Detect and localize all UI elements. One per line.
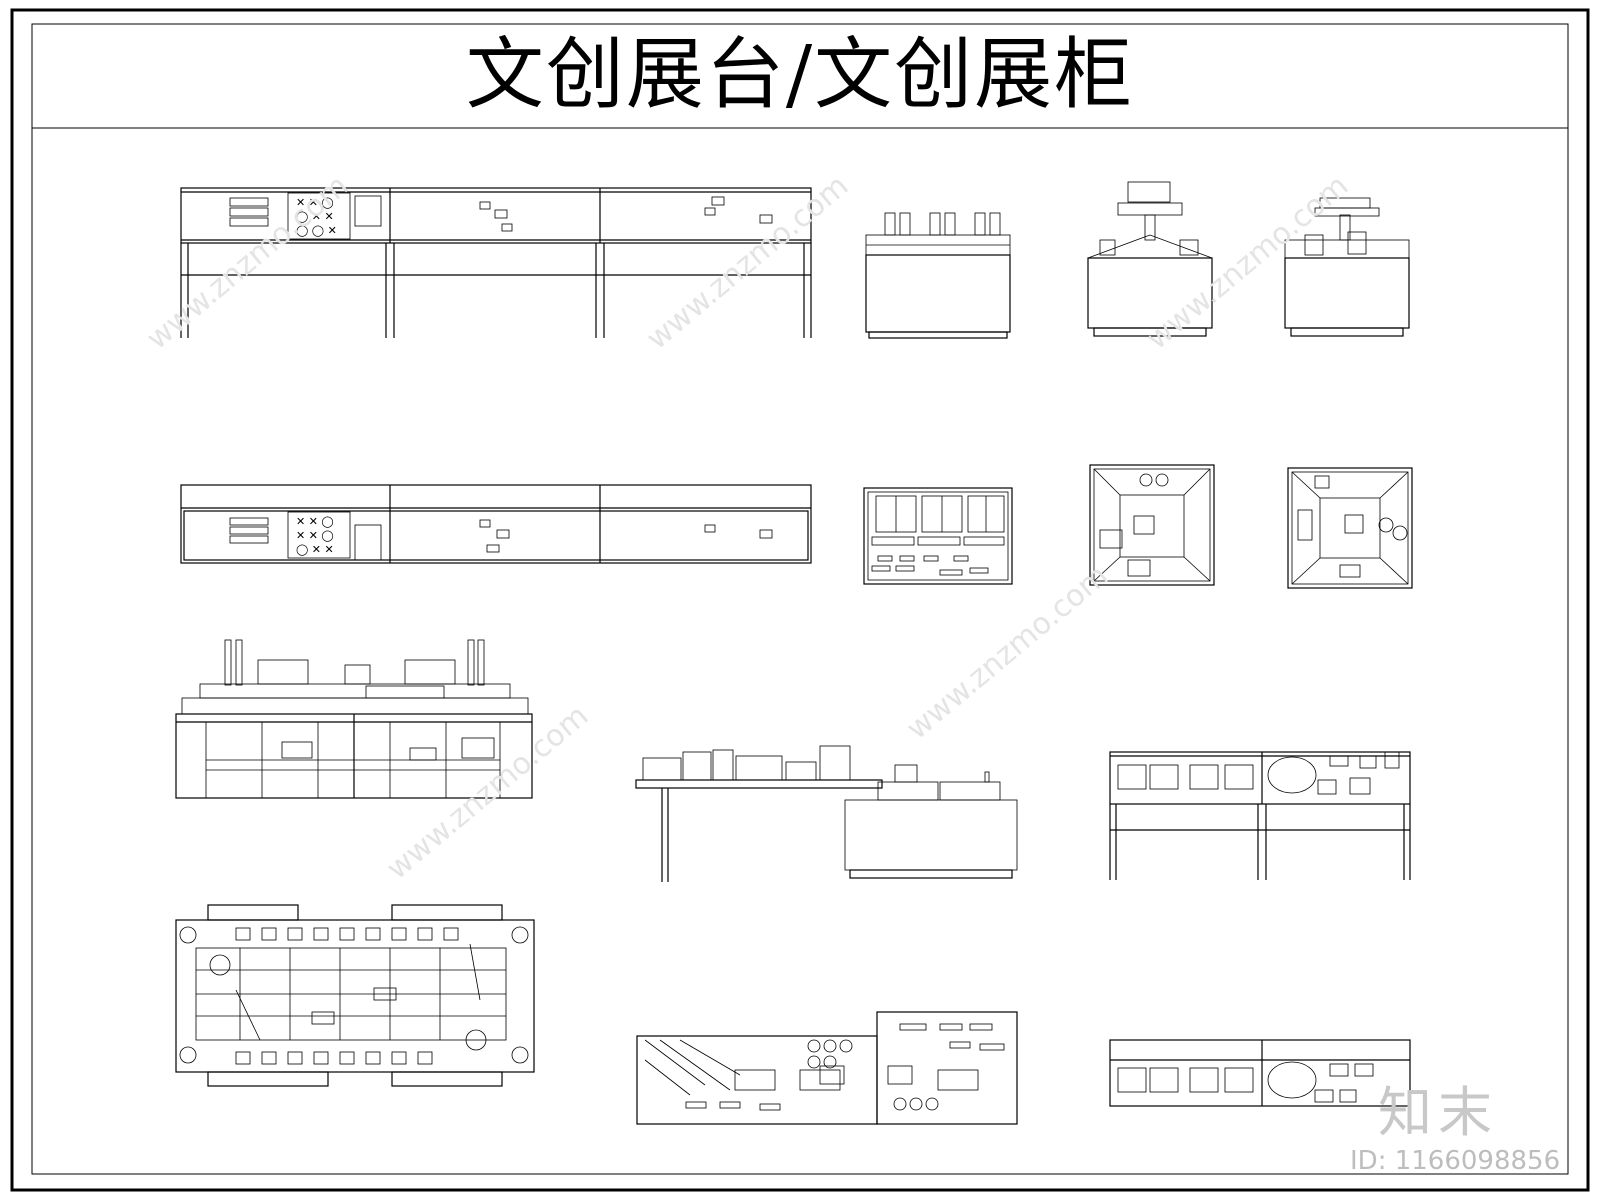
table-pedestal-plan xyxy=(636,1011,1018,1125)
island-cabinet-elevation xyxy=(175,639,533,799)
long-counter-plan: ✕ ✕ ◯ ✕ ✕ ◯ ◯ ✕ ✕ xyxy=(180,484,812,564)
inner-frame xyxy=(31,23,1569,1175)
watermark-brand: 知末 xyxy=(1378,1081,1498,1144)
pedestal-elevation-b xyxy=(1284,197,1410,337)
pedestal-elevation-a xyxy=(1087,181,1213,337)
pedestal-plan-a xyxy=(1089,464,1215,586)
svg-text:✕ ✕ ◯: ✕ ✕ ◯ xyxy=(296,196,334,209)
island-cabinet-plan xyxy=(175,904,535,1087)
cube-stand-plan xyxy=(863,487,1013,585)
outer-frame xyxy=(10,8,1590,1192)
long-counter-elevation: ✕ ✕ ◯ ◯ ✕ ✕ ◯ ◯ ✕ xyxy=(180,187,812,338)
svg-text:✕ ✕ ◯: ✕ ✕ ◯ xyxy=(296,529,334,542)
showcase-plan xyxy=(1109,1039,1411,1107)
page-title: 文创展台/文创展柜 xyxy=(465,30,1135,120)
svg-text:◯ ✕ ✕: ◯ ✕ ✕ xyxy=(296,210,334,223)
svg-text:✕ ✕ ◯: ✕ ✕ ◯ xyxy=(296,515,334,528)
svg-text:◯ ✕ ✕: ◯ ✕ ✕ xyxy=(296,543,334,556)
table-pedestal-elevation xyxy=(635,745,1018,882)
cube-stand-elevation xyxy=(865,212,1011,339)
showcase-elevation xyxy=(1109,751,1411,880)
svg-text:◯ ◯ ✕: ◯ ◯ ✕ xyxy=(296,224,337,237)
watermark-id: ID: 1166098856 xyxy=(1350,1146,1561,1176)
pedestal-plan-b xyxy=(1287,467,1413,589)
